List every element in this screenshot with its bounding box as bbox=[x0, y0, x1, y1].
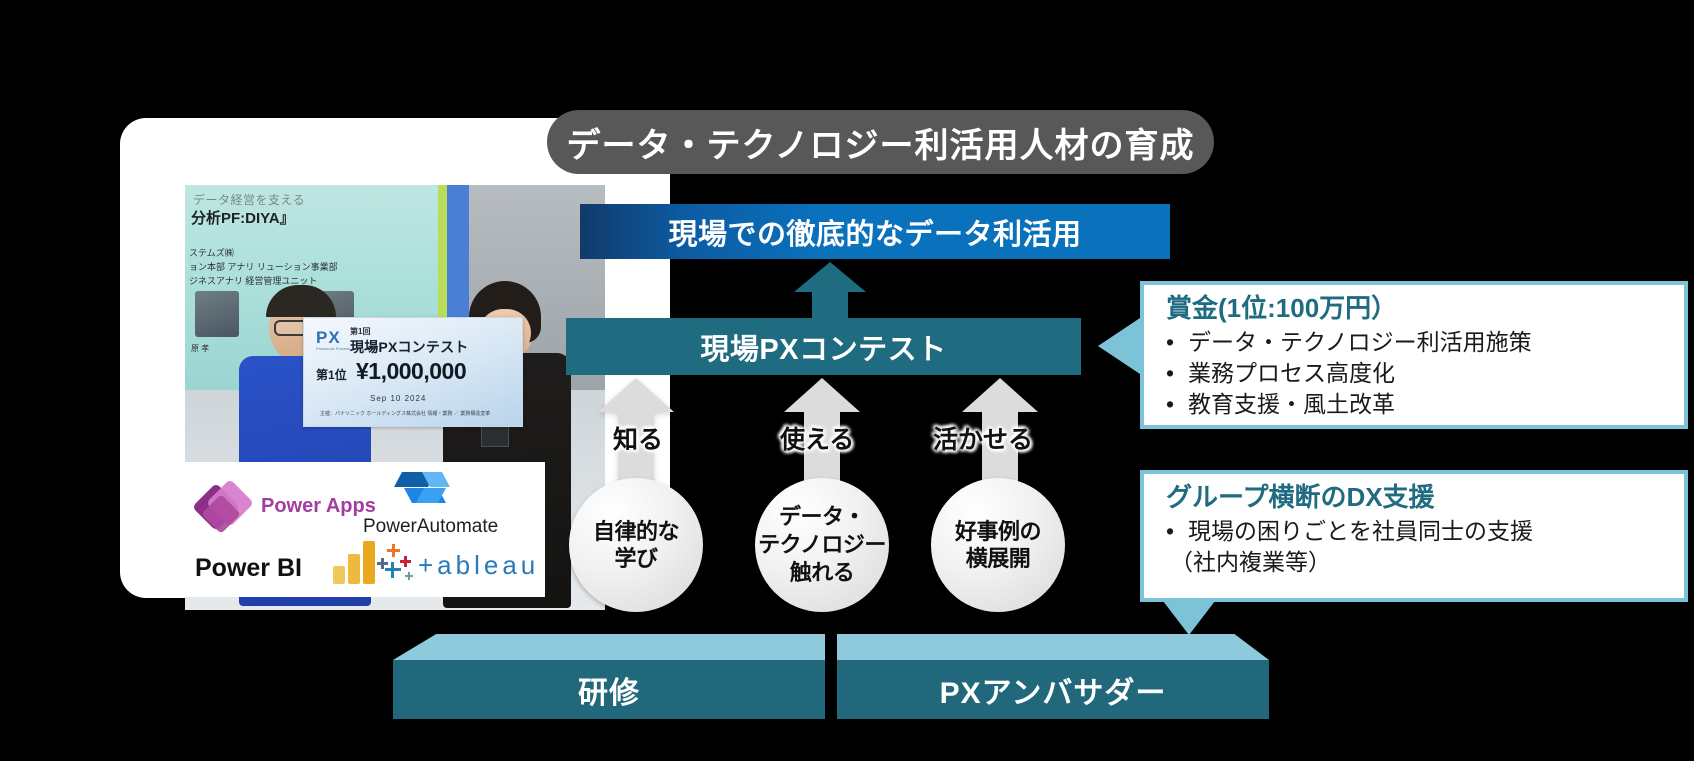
callout-prize-bullets: •データ・テクノロジー利活用施策 •業務プロセス高度化 •教育支援・風土改革 bbox=[1166, 327, 1670, 420]
check-date: Sep 10 2024 bbox=[370, 394, 427, 403]
arrow-use-label: 使える bbox=[780, 426, 855, 454]
arrow-use bbox=[780, 378, 864, 518]
projector-line-org1: ステムズ㈱ bbox=[189, 248, 234, 258]
projector-line-name: 原 孝 bbox=[191, 344, 210, 353]
callout-dx-title: グループ横断のDX支援 bbox=[1166, 482, 1435, 512]
arrow-know-label: 知る bbox=[613, 426, 664, 454]
blue-headline-label: 現場での徹底的なデータ利活用 bbox=[668, 218, 1082, 251]
check-rank: 第1位 bbox=[316, 368, 347, 382]
bullet-icon: • bbox=[1166, 391, 1175, 417]
callout-prize-pointer bbox=[1098, 318, 1140, 374]
training-label: 研修 bbox=[578, 676, 640, 710]
contest-bar: 現場PXコンテスト bbox=[566, 318, 1081, 375]
check-amount: ¥1,000,000 bbox=[356, 358, 467, 384]
power-bi-label: Power BI bbox=[195, 554, 302, 582]
circle-autonomous-learning: 自律的な学び bbox=[569, 478, 703, 612]
training-body: 研修 bbox=[393, 660, 825, 719]
bullet-icon: • bbox=[1166, 518, 1175, 544]
callout-dx-bullets: •現場の困りごとを社員同士の支援 bbox=[1166, 516, 1670, 547]
callout-dx-support: グループ横断のDX支援 •現場の困りごとを社員同士の支援 （社内複業等） bbox=[1140, 470, 1688, 602]
tool-logos-panel: Power Apps PowerAutomate Power BI bbox=[185, 462, 545, 597]
callout-dx-extra-line: （社内複業等） bbox=[1170, 549, 1331, 575]
check-px-logo-sub: Panasonic Process Transformation bbox=[316, 346, 379, 351]
bottom-box-ambassador: PXアンバサダー bbox=[837, 634, 1269, 719]
bullet-icon: • bbox=[1166, 329, 1175, 355]
circle-3-text: 好事例の横展開 bbox=[954, 519, 1042, 571]
list-item: •業務プロセス高度化 bbox=[1166, 358, 1670, 389]
projector-portrait-1 bbox=[195, 291, 239, 337]
check-edition: 第1回 bbox=[350, 327, 371, 336]
projector-line-org2: ョン本部 アナリ リューション事業部 bbox=[189, 262, 338, 272]
arrow-apply-label: 活かせる bbox=[933, 426, 1034, 454]
contest-bar-label: 現場PXコンテスト bbox=[700, 333, 947, 366]
callout-prize: 賞金(1位:100万円） •データ・テクノロジー利活用施策 •業務プロセス高度化… bbox=[1140, 281, 1688, 429]
power-apps-label: Power Apps bbox=[261, 495, 376, 517]
blue-headline-bar: 現場での徹底的なデータ利活用 bbox=[580, 204, 1170, 259]
projector-green-strip bbox=[438, 185, 447, 395]
ambassador-trapezoid bbox=[837, 634, 1269, 660]
list-item: •現場の困りごとを社員同士の支援 bbox=[1166, 516, 1670, 547]
check-px-logo: PX bbox=[316, 328, 341, 347]
tableau-label: +ableau bbox=[418, 550, 540, 580]
circle-data-technology: データ・テクノロジー触れる bbox=[755, 478, 889, 612]
bullet-icon: • bbox=[1166, 360, 1175, 386]
power-apps-icon bbox=[191, 478, 255, 538]
list-item: •データ・テクノロジー利活用施策 bbox=[1166, 327, 1670, 358]
callout-dx-pointer bbox=[1163, 601, 1215, 635]
circle-2-text: データ・テクノロジー触れる bbox=[758, 504, 886, 585]
training-trapezoid bbox=[393, 634, 825, 660]
power-bi-icon bbox=[333, 540, 379, 584]
prize-check: PX Panasonic Process Transformation 第1回 … bbox=[303, 317, 523, 427]
power-automate-icon bbox=[394, 470, 456, 516]
bottom-box-training: 研修 bbox=[393, 634, 825, 719]
circle-1-text: 自律的な学び bbox=[592, 519, 680, 571]
callout-prize-title: 賞金(1位:100万円） bbox=[1166, 293, 1398, 323]
projector-line-org3: ジネスアナリ 経営管理ユニット bbox=[189, 276, 318, 286]
check-title: 現場PXコンテスト bbox=[350, 339, 469, 355]
check-footer: 主催：パナソニック ホールディングス株式会社 情報・業務 ／ 業務構造変革 bbox=[320, 411, 491, 417]
arrow-contest-to-headline bbox=[790, 262, 870, 320]
page-title: データ・テクノロジー利活用人材の育成 bbox=[566, 126, 1195, 165]
ambassador-body: PXアンバサダー bbox=[837, 660, 1269, 719]
tableau-icon bbox=[377, 542, 418, 582]
ambassador-label: PXアンバサダー bbox=[939, 676, 1167, 710]
projector-line-title: 分析PF:DIYA』 bbox=[191, 210, 295, 227]
person-left-hair bbox=[266, 285, 336, 317]
power-automate-label: PowerAutomate bbox=[363, 516, 499, 537]
projector-line-top: データ経営を支える bbox=[193, 193, 306, 207]
list-item: •教育支援・風土改革 bbox=[1166, 389, 1670, 420]
circle-best-practice: 好事例の横展開 bbox=[931, 478, 1065, 612]
page-title-pill: データ・テクノロジー利活用人材の育成 bbox=[547, 110, 1214, 174]
